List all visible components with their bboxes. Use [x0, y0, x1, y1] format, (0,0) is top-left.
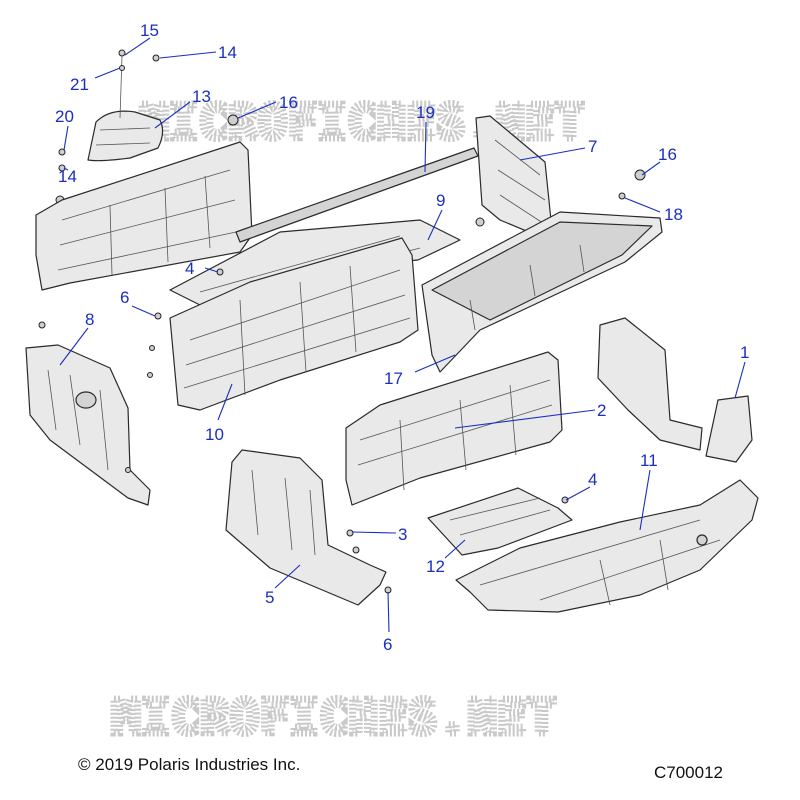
callout-labels: 15 14 21 13 16 20 14 19 7 16 18 9 4 6 8 …: [55, 21, 749, 654]
part-5-footwell: [225, 449, 387, 606]
callout-7: 7: [588, 137, 597, 156]
callout-20: 20: [55, 107, 74, 126]
part-11-right-floor: [455, 479, 759, 613]
callout-6: 6: [120, 288, 129, 307]
copyright-text: © 2019 Polaris Industries Inc.: [78, 755, 301, 774]
callout-15: 15: [140, 21, 159, 40]
callout-3: 3: [398, 525, 407, 544]
callout-16: 16: [279, 93, 298, 112]
callout-8: 8: [85, 310, 94, 329]
part-2-mid-panel: [345, 351, 563, 506]
callout-4-lower: 4: [588, 470, 597, 489]
callout-5: 5: [265, 588, 274, 607]
part-1-right-panel: [597, 317, 753, 463]
callout-12: 12: [426, 557, 445, 576]
callout-4: 4: [185, 259, 194, 278]
callout-14: 14: [218, 43, 237, 62]
part-8-side-panel: [25, 344, 151, 506]
callout-6-lower: 6: [383, 635, 392, 654]
part-10-dash-panel: [169, 237, 419, 411]
fasteners-top-left: [55, 49, 646, 205]
drawing-number: C700012: [654, 763, 724, 782]
callout-10: 10: [205, 425, 224, 444]
part-upper-left-panel: [35, 141, 253, 291]
part-13-cover: [87, 110, 164, 162]
callout-9: 9: [436, 191, 445, 210]
leader-lines: [59, 37, 746, 633]
callout-19: 19: [416, 103, 435, 122]
part-19-strip: [235, 147, 479, 243]
callout-18: 18: [664, 205, 683, 224]
part-12-floor-plate: [427, 487, 573, 556]
part-17-storage-box: [421, 211, 663, 373]
callout-1: 1: [740, 343, 749, 362]
callout-2: 2: [597, 401, 606, 420]
callout-17: 17: [384, 369, 403, 388]
callout-16-right: 16: [658, 145, 677, 164]
callout-14-lower: 14: [58, 167, 77, 186]
callout-11: 11: [640, 451, 658, 470]
callout-13: 13: [192, 87, 211, 106]
watermark-bottom: MICROFICHES.NET: [112, 690, 557, 744]
callout-21: 21: [70, 75, 89, 94]
